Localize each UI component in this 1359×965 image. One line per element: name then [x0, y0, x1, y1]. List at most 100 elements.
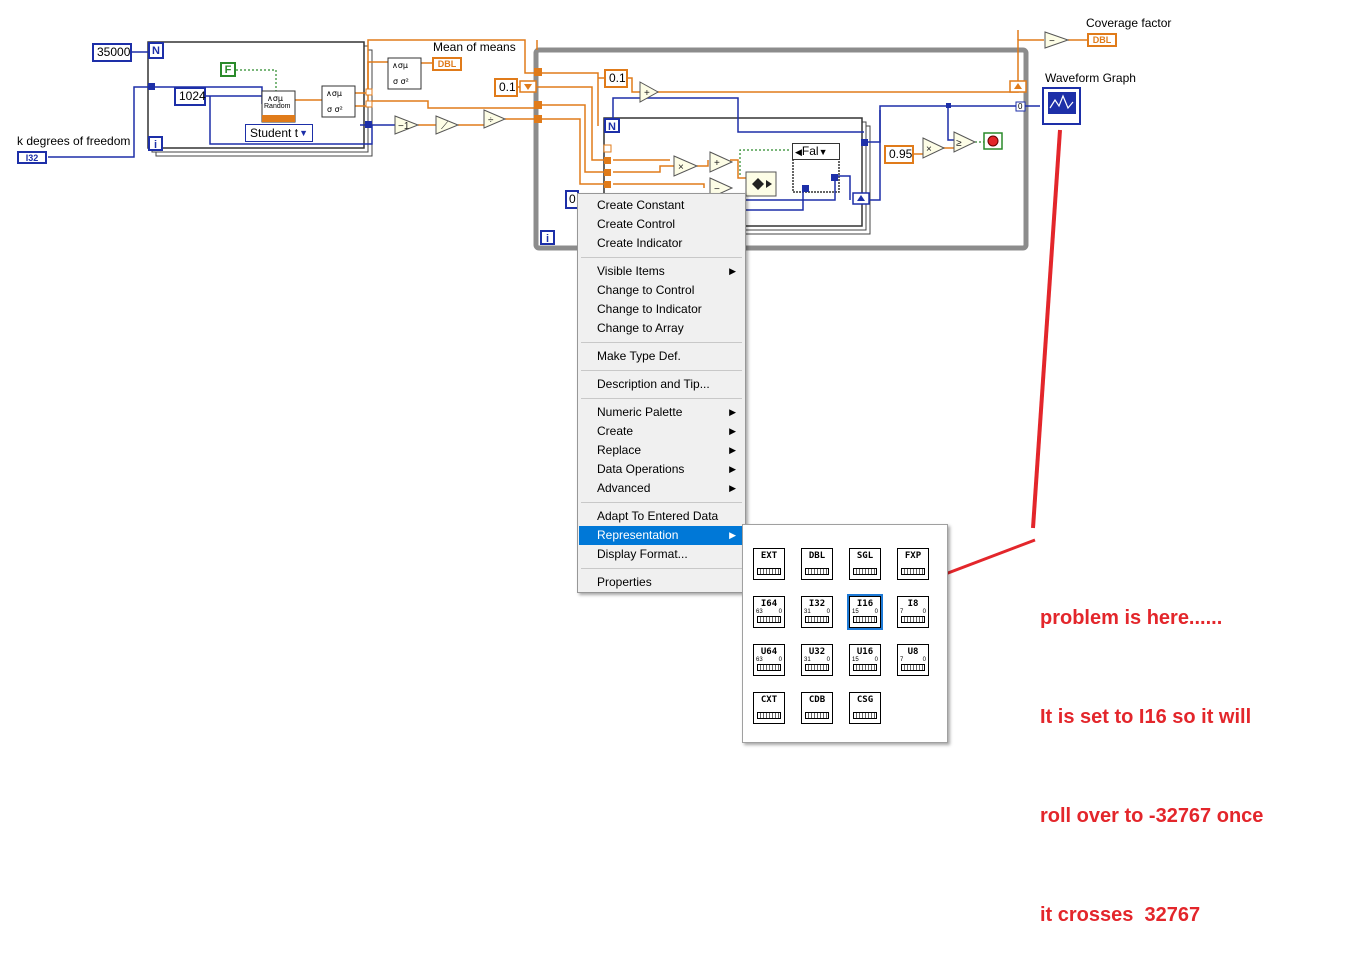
representation-csg-button[interactable]: CSG [849, 692, 881, 724]
high-bit: 63 [756, 609, 763, 615]
svg-text:σ σ²: σ σ² [327, 105, 343, 114]
distribution-ring[interactable]: Student t▼ [245, 124, 313, 142]
svg-text:×: × [678, 162, 684, 173]
iterations-constant[interactable]: 35000 [92, 43, 132, 62]
representation-code: U32 [808, 647, 826, 657]
low-bit: 0 [874, 657, 878, 663]
k-dof-control[interactable]: I32 [17, 151, 47, 164]
menu-item-change-to-array[interactable]: Change to Array [579, 319, 744, 338]
menu-item-data-operations[interactable]: Data Operations▶ [579, 460, 744, 479]
sample-size-constant[interactable]: 1024 [174, 87, 206, 106]
menu-item-create[interactable]: Create▶ [579, 422, 744, 441]
menu-item-create-indicator[interactable]: Create Indicator [579, 234, 744, 253]
menu-item-visible-items[interactable]: Visible Items▶ [579, 262, 744, 281]
menu-item-change-to-control[interactable]: Change to Control [579, 281, 744, 300]
submenu-arrow-icon: ▶ [729, 483, 736, 493]
dropdown-arrow-icon: ▼ [299, 128, 308, 138]
menu-separator [581, 568, 742, 569]
submenu-arrow-icon: ▶ [729, 426, 736, 436]
menu-item-display-format[interactable]: Display Format... [579, 545, 744, 564]
representation-fxp-button[interactable]: FXP [897, 548, 929, 580]
representation-bar-icon [805, 712, 829, 719]
tunnels [148, 68, 1026, 192]
representation-code: DBL [808, 551, 826, 561]
svg-text:∧σμ: ∧σμ [392, 61, 408, 70]
case-selector[interactable]: ◀Fal▼ [792, 143, 840, 160]
representation-bar-icon [901, 568, 925, 575]
waveform-graph-icon [1042, 87, 1081, 125]
step-constant-a[interactable]: 0.1 [494, 78, 518, 97]
svg-text:−: − [1049, 36, 1055, 47]
submenu-arrow-icon: ▶ [729, 445, 736, 455]
case-prev-icon: ◀ [795, 147, 802, 157]
representation-bar-icon [757, 568, 781, 575]
step-constant-b[interactable]: 0.1 [604, 69, 628, 88]
high-bit: 31 [804, 657, 811, 663]
confidence-constant[interactable]: 0.95 [884, 145, 914, 164]
while-loop-iteration-terminal: i [540, 230, 555, 245]
inner-loop-count-terminal: N [604, 118, 620, 133]
representation-code: I16 [856, 599, 874, 609]
menu-item-change-to-indicator[interactable]: Change to Indicator [579, 300, 744, 319]
menu-item-numeric-palette[interactable]: Numeric Palette▶ [579, 403, 744, 422]
boolean-false-constant[interactable]: F [220, 62, 236, 77]
while-loop-frame [533, 47, 1029, 251]
menu-item-adapt-to-entered-data[interactable]: Adapt To Entered Data [579, 507, 744, 526]
representation-code: I8 [907, 599, 919, 609]
menu-item-make-type-def[interactable]: Make Type Def. [579, 347, 744, 366]
representation-bar-icon [853, 568, 877, 575]
representation-code: I64 [760, 599, 778, 609]
high-bit: 15 [852, 609, 859, 615]
high-bit: 7 [900, 657, 904, 663]
high-bit: 63 [756, 657, 763, 663]
waveform-graph-label: Waveform Graph [1045, 71, 1136, 85]
menu-item-label: Data Operations [597, 462, 685, 476]
menu-item-representation[interactable]: Representation▶ [579, 526, 744, 545]
representation-cdb-button[interactable]: CDB [801, 692, 833, 724]
representation-code: CXT [760, 695, 778, 705]
menu-item-description-and-tip[interactable]: Description and Tip... [579, 375, 744, 394]
svg-text:∧σμ: ∧σμ [267, 94, 283, 103]
low-bit: 0 [874, 609, 878, 615]
representation-dbl-button[interactable]: DBL [801, 548, 833, 580]
representation-bar-icon [853, 616, 877, 623]
svg-text:÷: ÷ [488, 115, 494, 126]
graph-array-index: 0 [1018, 102, 1023, 111]
low-bit: 0 [922, 609, 926, 615]
menu-item-create-constant[interactable]: Create Constant [579, 196, 744, 215]
menu-item-properties[interactable]: Properties [579, 573, 744, 592]
menu-item-label: Representation [597, 528, 679, 542]
menu-separator [581, 502, 742, 503]
menu-item-advanced[interactable]: Advanced▶ [579, 479, 744, 498]
representation-cxt-button[interactable]: CXT [753, 692, 785, 724]
mean-of-means-indicator[interactable]: DBL [432, 57, 462, 71]
menu-item-label: Visible Items [597, 264, 665, 278]
menu-item-label: Make Type Def. [597, 349, 681, 363]
waveform-graph-terminal[interactable] [1043, 88, 1080, 124]
svg-text:⟋: ⟋ [441, 121, 448, 132]
annotation-line: roll over to -32767 once [1040, 805, 1264, 827]
representation-code: U16 [856, 647, 874, 657]
menu-item-create-control[interactable]: Create Control [579, 215, 744, 234]
representation-bar-icon [853, 664, 877, 671]
representation-code: U64 [760, 647, 778, 657]
representation-sgl-button[interactable]: SGL [849, 548, 881, 580]
svg-text:σ σ²: σ σ² [393, 77, 409, 86]
representation-ext-button[interactable]: EXT [753, 548, 785, 580]
menu-item-replace[interactable]: Replace▶ [579, 441, 744, 460]
submenu-arrow-icon: ▶ [729, 407, 736, 417]
coverage-factor-indicator[interactable]: DBL [1087, 33, 1117, 47]
representation-bar-icon [757, 664, 781, 671]
for-loop-count-terminal: N [148, 42, 164, 59]
